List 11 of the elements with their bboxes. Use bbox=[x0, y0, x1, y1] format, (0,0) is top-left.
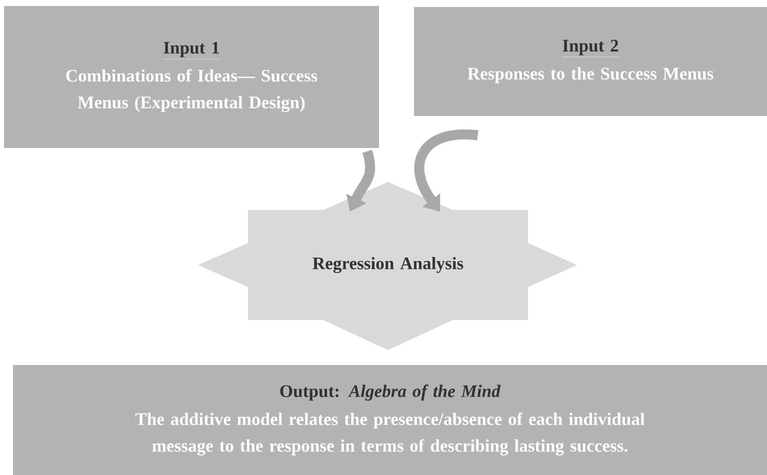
box-heading: Output: Algebra of the Mind bbox=[280, 384, 501, 401]
box-text: Regression Analysis bbox=[312, 256, 464, 274]
star-shape bbox=[198, 182, 577, 350]
input-box bbox=[4, 6, 379, 148]
input-box bbox=[414, 7, 767, 116]
input-box bbox=[13, 365, 767, 475]
box-text: Combinations of Ideas— Success Menus (Experimental Design) bbox=[66, 69, 318, 112]
box-text: The additive model relates the presence/absence of each individual message to the response in terms of describing lasting success. bbox=[135, 412, 645, 456]
box-heading: Input 2 bbox=[562, 40, 620, 58]
box-heading: Input 1 bbox=[162, 42, 220, 60]
box-text: Responses to the Success Menus bbox=[468, 67, 714, 84]
